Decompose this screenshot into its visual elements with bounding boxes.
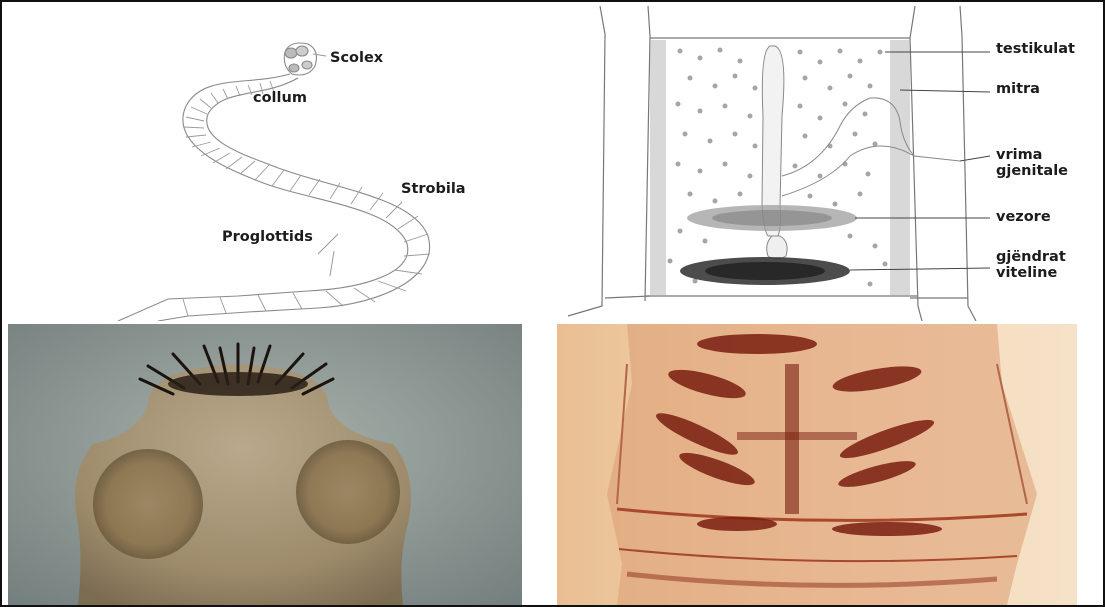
label-strobila: Strobila: [401, 182, 466, 197]
label-vitelline-line2: viteline: [996, 266, 1057, 281]
label-collum: collum: [253, 91, 307, 106]
label-testes: testikulat: [996, 42, 1075, 57]
label-genital-pore-line1: vrima: [996, 148, 1042, 163]
ovary-shape: [687, 205, 857, 231]
label-vitelline-line1: gjëndrat: [996, 250, 1066, 265]
label-scolex: Scolex: [330, 51, 383, 66]
label-genital-pore-line2: gjenitale: [996, 164, 1068, 179]
scolex-photo: [8, 324, 522, 605]
vitelline-glands-shape: [680, 257, 850, 285]
scolex-photo-panel: [8, 324, 522, 605]
proglottid-sketch-panel: testikulat mitra vrima gjenitale vezore …: [550, 6, 1103, 321]
segment-lines: [183, 81, 430, 316]
label-uterus: mitra: [996, 82, 1040, 97]
proglottid-photo-panel: [557, 324, 1077, 605]
leader-lines: [313, 54, 338, 276]
tapeworm-sketch: [8, 6, 548, 321]
proglottid-photo: [557, 324, 1077, 605]
tapeworm-sketch-panel: Scolex collum Strobila Proglottids: [8, 6, 548, 321]
label-ovary: vezore: [996, 210, 1051, 225]
label-proglottids: Proglottids: [222, 230, 313, 245]
